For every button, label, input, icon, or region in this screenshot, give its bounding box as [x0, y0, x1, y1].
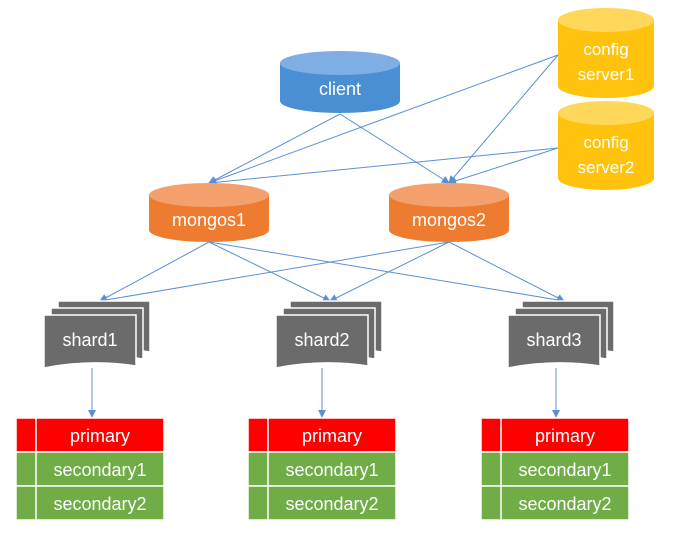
- replica-set-3: primary secondary1 secondary2: [480, 417, 630, 521]
- shard2-label: shard2: [294, 330, 349, 350]
- mongos2-cylinder-body: [389, 195, 509, 242]
- rs2-primary-label: primary: [302, 426, 362, 446]
- rs1-secondary2-row: [15, 485, 165, 521]
- arrow-mongos2-to-shard3: [448, 241, 565, 302]
- mongos1-cylinder-top: [149, 183, 269, 207]
- arrow-config-server2-to-mongos2: [448, 147, 559, 185]
- arrow-client-to-mongos2: [339, 113, 450, 184]
- arrow-client-to-mongos1: [208, 113, 341, 184]
- config-server1-cylinder-top: [558, 8, 654, 32]
- rs3-primary-row: [480, 417, 630, 453]
- rs3-secondary1-row: [480, 451, 630, 487]
- shard3-label: shard3: [526, 330, 581, 350]
- mongos1-cylinder-body: [149, 195, 269, 242]
- arrow-config-server1-to-mongos1: [208, 54, 559, 185]
- shard2-node: shard2: [275, 300, 383, 369]
- rs1-primary-row: [15, 417, 165, 453]
- mongos1-node: mongos1: [149, 183, 269, 242]
- config-server2-cylinder-body: [558, 113, 654, 190]
- config-server1-label-line2: server1: [578, 65, 635, 84]
- mongos2-label: mongos2: [412, 210, 486, 230]
- replica-set-2: primary secondary1 secondary2: [247, 417, 397, 521]
- config-server2-cylinder-top: [558, 101, 654, 125]
- shard1-page-front: [43, 314, 137, 369]
- shards: shard1 shard2 shard3: [43, 300, 615, 369]
- rs2-secondary1-row: [247, 451, 397, 487]
- shard1-node: shard1: [43, 300, 151, 369]
- rs1-secondary2-label: secondary2: [53, 494, 146, 514]
- mongos2-node: mongos2: [389, 183, 509, 242]
- client-node: client: [280, 51, 400, 113]
- rs2-primary-row: [247, 417, 397, 453]
- replica-set-1: primary secondary1 secondary2: [15, 417, 165, 521]
- rs1-primary-label: primary: [70, 426, 130, 446]
- connector-arrows: [88, 54, 565, 418]
- client-cylinder-body: [280, 63, 400, 113]
- rs3-secondary2-label: secondary2: [518, 494, 611, 514]
- mongos2-cylinder-top: [389, 183, 509, 207]
- shard3-page-front: [507, 314, 601, 369]
- config-server1-node: config server1: [558, 8, 654, 98]
- arrow-config-server1-to-mongos2: [448, 54, 559, 184]
- config-server2-label-line2: server2: [578, 158, 635, 177]
- client-cylinder-top: [280, 51, 400, 75]
- rs1-secondary1-label: secondary1: [53, 460, 146, 480]
- rs2-secondary2-row: [247, 485, 397, 521]
- rs3-secondary2-row: [480, 485, 630, 521]
- rs1-secondary1-row: [15, 451, 165, 487]
- arrow-mongos2-to-shard1: [99, 241, 450, 304]
- client-label: client: [319, 79, 361, 99]
- config-server2-node: config server2: [558, 101, 654, 190]
- rs3-primary-label: primary: [535, 426, 595, 446]
- shard2-page-front: [275, 314, 369, 369]
- config-server2-label-line1: config: [583, 133, 628, 152]
- shard3-node: shard3: [507, 300, 615, 369]
- shard1-label: shard1: [62, 330, 117, 350]
- mongos1-label: mongos1: [172, 210, 246, 230]
- rs2-secondary2-label: secondary2: [285, 494, 378, 514]
- config-server1-cylinder-body: [558, 20, 654, 98]
- arrow-mongos1-to-shard1: [99, 241, 210, 302]
- arrow-mongos1-to-shard3: [208, 241, 565, 304]
- arrow-mongos2-to-shard2: [329, 241, 450, 302]
- arrow-mongos1-to-shard2: [208, 241, 331, 302]
- config-server1-label-line1: config: [583, 40, 628, 59]
- rs3-secondary1-label: secondary1: [518, 460, 611, 480]
- rs2-secondary1-label: secondary1: [285, 460, 378, 480]
- arrow-config-server2-to-mongos1: [208, 147, 559, 187]
